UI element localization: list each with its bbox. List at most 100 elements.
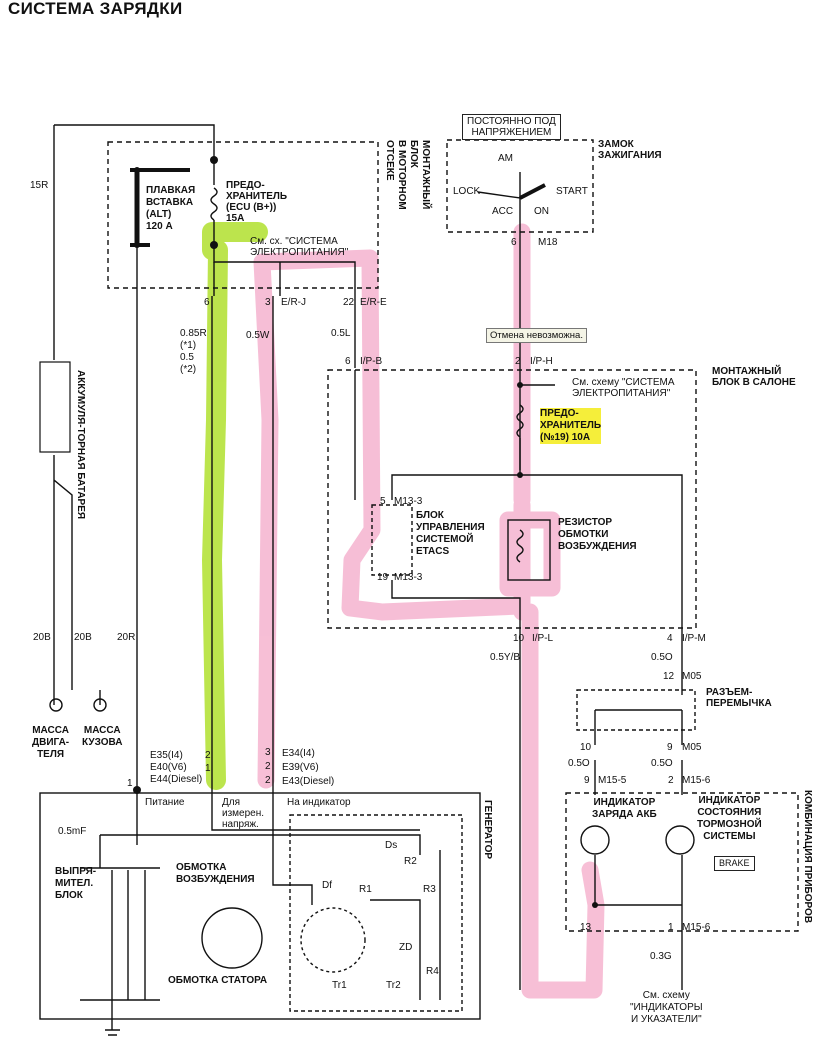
green-highlight: [202, 222, 268, 790]
connector-ipb: I/P-B: [360, 356, 383, 367]
conn-e43: E43(Diesel): [282, 776, 335, 787]
connector-m156b: M15-6: [682, 922, 711, 933]
connector-ipl: I/P-L: [532, 633, 554, 644]
fusible-link-line2: ВСТАВКА: [146, 197, 194, 208]
brake-indicator-line3: ТОРМОЗНОЙ: [697, 819, 762, 830]
body-ground-label: МАССА КУЗОВА: [82, 725, 122, 749]
fusible-link-line4: 120 А: [146, 221, 173, 232]
engine-box-title-col3: В МОТОРНОМ: [396, 140, 407, 210]
engine-box-title-1: МОНТАЖНЫЙ: [420, 140, 431, 210]
connector-erj: E/R-J: [281, 297, 306, 308]
generator-conn-left: E35(I4) E40(V6) E44(Diesel): [150, 750, 202, 786]
ecu-fuse-line2: ХРАНИТЕЛЬ: [226, 191, 288, 202]
cluster-side-label: КОМБИНАЦИЯ ПРИБОРОВ: [802, 790, 813, 924]
gen-pin-1a: 1: [205, 763, 211, 774]
cabin-box-outline: [327, 369, 697, 629]
engine-box-outline: [107, 141, 379, 289]
wire-085r-label: 0.85R (*1) 0.5 (*2): [180, 328, 207, 376]
wire-05: 0.5: [180, 352, 194, 363]
pin-9-jumper: 9: [667, 742, 673, 753]
wire-20r: 20R: [117, 632, 136, 643]
conn-e40: E40(V6): [150, 762, 187, 773]
gen-ds: Ds: [385, 840, 398, 851]
fuse-19-line1: ПРЕДО-: [540, 408, 579, 419]
pin-10-ipl: 10: [513, 633, 525, 644]
engine-power-ref-line1: См. сх. "СИСТЕМА: [250, 236, 338, 247]
pin-1-cluster: 1: [668, 922, 674, 933]
engine-power-ref: См. сх. "СИСТЕМА ЭЛЕКТРОПИТАНИЯ": [250, 236, 348, 258]
jumper-label: РАЗЪЕМ- ПЕРЕМЫЧКА: [706, 687, 772, 709]
indicators-ref: См. схему "ИНДИКАТОРЫ И УКАЗАТЕЛИ": [630, 990, 703, 1026]
pink-highlight: [253, 223, 605, 999]
engine-ground-label: МАССА ДВИГА- ТЕЛЯ: [32, 725, 69, 761]
pin-22: 22: [343, 297, 355, 308]
conn-e44: E44(Diesel): [150, 774, 203, 785]
field-resistor-line1: РЕЗИСТОР: [558, 517, 613, 528]
wire-star1: (*1): [180, 340, 197, 351]
connector-m05-2: M05: [682, 742, 702, 753]
pin-6-ipb: 6: [345, 356, 351, 367]
generator-conn-right: E34(I4) E39(V6) E43(Diesel): [282, 747, 334, 789]
battery-indicator-label: ИНДИКАТОР ЗАРЯДА АКБ: [592, 797, 657, 821]
conn-e35: E35(I4): [150, 750, 183, 761]
gen-pin-1c: 1: [127, 778, 133, 789]
cabin-box-title-line2: БЛОК В САЛОНЕ: [712, 377, 796, 388]
gen-indicator-terminal: На индикатор: [287, 797, 351, 808]
wire-05o-2: 0.5O: [568, 758, 590, 769]
rectifier-line1: ВЫПРЯ-: [55, 866, 97, 877]
engine-ground-line2: ДВИГА-: [32, 737, 70, 748]
gen-zd: ZD: [399, 942, 413, 953]
gen-pin-2a: 2: [205, 750, 211, 761]
rectifier-block: [80, 867, 160, 1001]
cabin-box-title: МОНТАЖНЫЙ БЛОК В САЛОНЕ: [712, 366, 796, 388]
gen-pin-2c: 2: [265, 761, 271, 772]
indicators-ref-line3: И УКАЗАТЕЛИ": [630, 1014, 702, 1025]
battery-indicator-line1: ИНДИКАТОР: [593, 797, 656, 808]
gen-r2: R2: [404, 856, 417, 867]
fuse-19-line2: ХРАНИТЕЛЬ: [540, 420, 602, 431]
wire-03g: 0.3G: [650, 951, 672, 962]
ecu-fuse-label: ПРЕДО- ХРАНИТЕЛЬ (ECU (B+)) 15A: [226, 180, 287, 224]
connector-ipm: I/P-M: [682, 633, 706, 644]
etacs-conn1: M13-3: [394, 496, 423, 507]
ignition-title: ЗАМОК ЗАЖИГАНИЯ: [598, 139, 662, 161]
ecu-fuse-line4: 15A: [226, 213, 245, 224]
indicators-ref-line1: См. схему: [642, 990, 690, 1001]
battery-label: АККУМУЛЯ-ТОРНАЯ БАТАРЕЯ: [75, 370, 86, 520]
field-resistor-line2: ОБМОТКИ: [558, 529, 609, 540]
pin-9-cluster: 9: [584, 775, 590, 786]
pin-2-cluster: 2: [668, 775, 674, 786]
conn-e39: E39(V6): [282, 762, 319, 773]
cabin-power-ref-line2: ЭЛЕКТРОПИТАНИЯ": [572, 388, 671, 399]
voltage-sense-line3: напряж.: [222, 819, 259, 830]
jumper-title-2: ПЕРЕМЫЧКА: [706, 698, 772, 709]
cabin-box-title-line1: МОНТАЖНЫЙ: [712, 366, 782, 377]
wire-20b-2: 20B: [74, 632, 92, 643]
generator-side-label: ГЕНЕРАТОР: [482, 800, 493, 860]
pin-4-ipm: 4: [667, 633, 673, 644]
gen-r4: R4: [426, 966, 439, 977]
voltage-sense-line1: Для: [222, 797, 241, 808]
body-ground-line1: МАССА: [83, 725, 121, 736]
brake-indicator-line4: СИСТЕМЫ: [703, 831, 756, 842]
body-ground-line2: КУЗОВА: [82, 737, 123, 748]
ignition-acc: ACC: [492, 206, 514, 217]
ignition-start: START: [556, 186, 588, 197]
engine-box-title-4: ОТСЕКЕ: [384, 140, 395, 181]
wire-15r: [53, 124, 215, 360]
ignition-lock: LOCK: [453, 186, 481, 197]
pin-12: 12: [663, 671, 675, 682]
undo-tooltip: Отмена невозможна.: [486, 328, 587, 343]
engine-box-title: МОНТАЖНЫЙ: [420, 140, 431, 209]
connector-m155: M15-5: [598, 775, 627, 786]
connector-m156: M15-6: [682, 775, 711, 786]
cabin-power-ref-line1: См. схему "СИСТЕМА: [572, 377, 675, 388]
constant-power-label: ПОСТОЯННО ПОД НАПРЯЖЕНИЕМ: [462, 114, 561, 140]
battery-symbol: [39, 361, 71, 453]
brake-indicator-label: ИНДИКАТОР СОСТОЯНИЯ ТОРМОЗНОЙ СИСТЕМЫ: [697, 795, 762, 843]
fusible-link-label: ПЛАВКАЯ ВСТАВКА (ALT) 120 А: [146, 185, 195, 233]
connector-m05-1: M05: [682, 671, 702, 682]
etacs-line2: УПРАВЛЕНИЯ: [416, 522, 485, 533]
gen-voltage-sense: Для измерен. напряж.: [222, 797, 264, 830]
